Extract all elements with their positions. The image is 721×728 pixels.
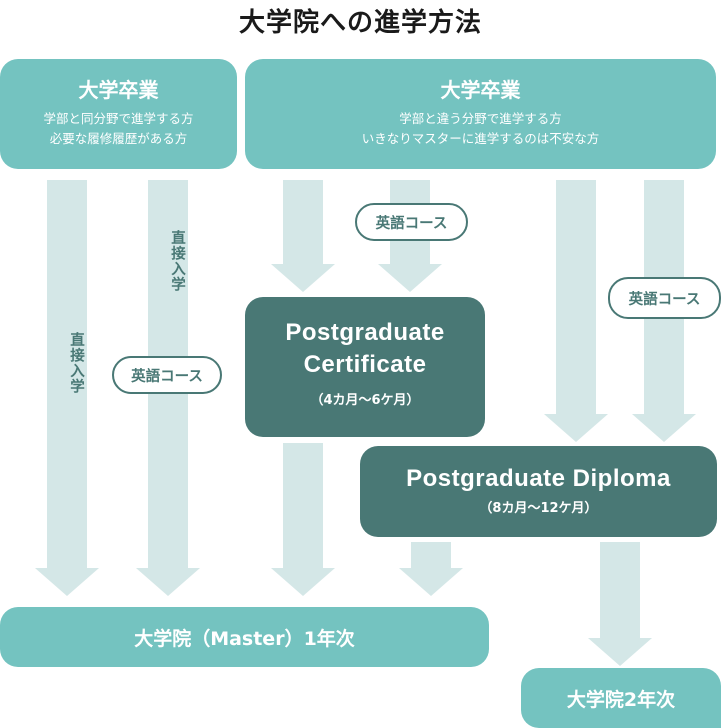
source-heading: 大学卒業 [440, 78, 521, 102]
source-line: 学部と違う分野で進学する方 [399, 111, 562, 126]
english-course-badge: 英語コース [112, 356, 222, 394]
arrow-diploma-to-year2 [588, 542, 652, 666]
source-box-different-field: 大学卒業 学部と違う分野で進学する方 いきなりマスターに進学するのは不安な方 [245, 59, 716, 169]
postgraduate-certificate-box: Postgraduate Certificate （4カ月〜6ケ月） [245, 297, 485, 437]
direct-entry-label: 直接入学 [169, 230, 185, 292]
arrow-to-certificate-1 [271, 180, 335, 292]
diploma-duration: （8カ月〜12ケ月） [479, 501, 598, 516]
source-line: 学部と同分野で進学する方 [43, 111, 194, 126]
source-box-same-field: 大学卒業 学部と同分野で進学する方 必要な履修履歴がある方 [0, 59, 237, 169]
certificate-title-line2: Certificate [303, 351, 427, 378]
source-heading: 大学卒業 [78, 78, 159, 102]
english-course-badge: 英語コース [355, 203, 468, 241]
direct-entry-label: 直接入学 [68, 332, 84, 394]
master-year1-box: 大学院（Master）1年次 [0, 607, 489, 667]
arrow-to-diploma-1 [544, 180, 608, 442]
certificate-duration: （4カ月〜6ケ月） [310, 393, 420, 408]
certificate-title-line1: Postgraduate [285, 319, 445, 346]
postgraduate-diploma-box: Postgraduate Diploma （8カ月〜12ケ月） [360, 446, 717, 537]
source-line: いきなりマスターに進学するのは不安な方 [361, 131, 600, 146]
page-title: 大学院への進学方法 [238, 8, 482, 38]
arrow-certificate-to-master [271, 443, 335, 596]
english-course-badge: 英語コース [608, 277, 721, 319]
master-year2-box: 大学院2年次 [521, 668, 721, 728]
source-line: 必要な履修履歴がある方 [49, 131, 188, 146]
arrow-direct-to-master-1 [35, 180, 99, 596]
diploma-title: Postgraduate Diploma [406, 465, 671, 492]
arrow-diploma-to-master [399, 542, 463, 596]
